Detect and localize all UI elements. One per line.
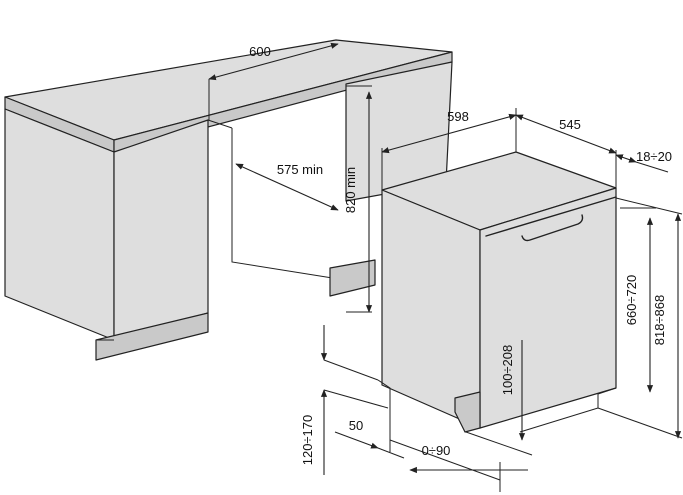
label-plinth-height: 100÷208 bbox=[500, 345, 515, 396]
niche-plinth-stub bbox=[329, 259, 376, 297]
label-plinth-offset: 50 bbox=[349, 418, 363, 433]
label-total-height: 818÷868 bbox=[652, 295, 667, 346]
dimension-lines bbox=[208, 42, 683, 492]
label-door-thickness: 18÷20 bbox=[636, 149, 672, 164]
door-handle bbox=[521, 214, 584, 242]
label-niche-height: 820 min bbox=[343, 167, 358, 213]
label-countertop-width: 600 bbox=[249, 44, 271, 59]
label-plinth-range: 120÷170 bbox=[300, 415, 315, 466]
cabinet-front-panel bbox=[113, 119, 209, 341]
label-appliance-depth: 545 bbox=[559, 117, 581, 132]
label-plinth-depth: 0÷90 bbox=[422, 443, 451, 458]
dimension-labels: 600 575 min 820 min 598 545 18÷20 660÷72… bbox=[249, 44, 672, 465]
cabinet-plinth bbox=[95, 312, 209, 361]
dishwasher-side bbox=[381, 189, 481, 429]
label-niche-depth: 575 min bbox=[277, 162, 323, 177]
label-panel-height: 660÷720 bbox=[624, 275, 639, 326]
niche-back-wall bbox=[231, 128, 346, 281]
dishwasher-foot bbox=[454, 391, 481, 433]
kitchen-cabinet bbox=[4, 39, 453, 361]
label-appliance-width: 598 bbox=[447, 109, 469, 124]
dishwasher bbox=[381, 151, 617, 433]
